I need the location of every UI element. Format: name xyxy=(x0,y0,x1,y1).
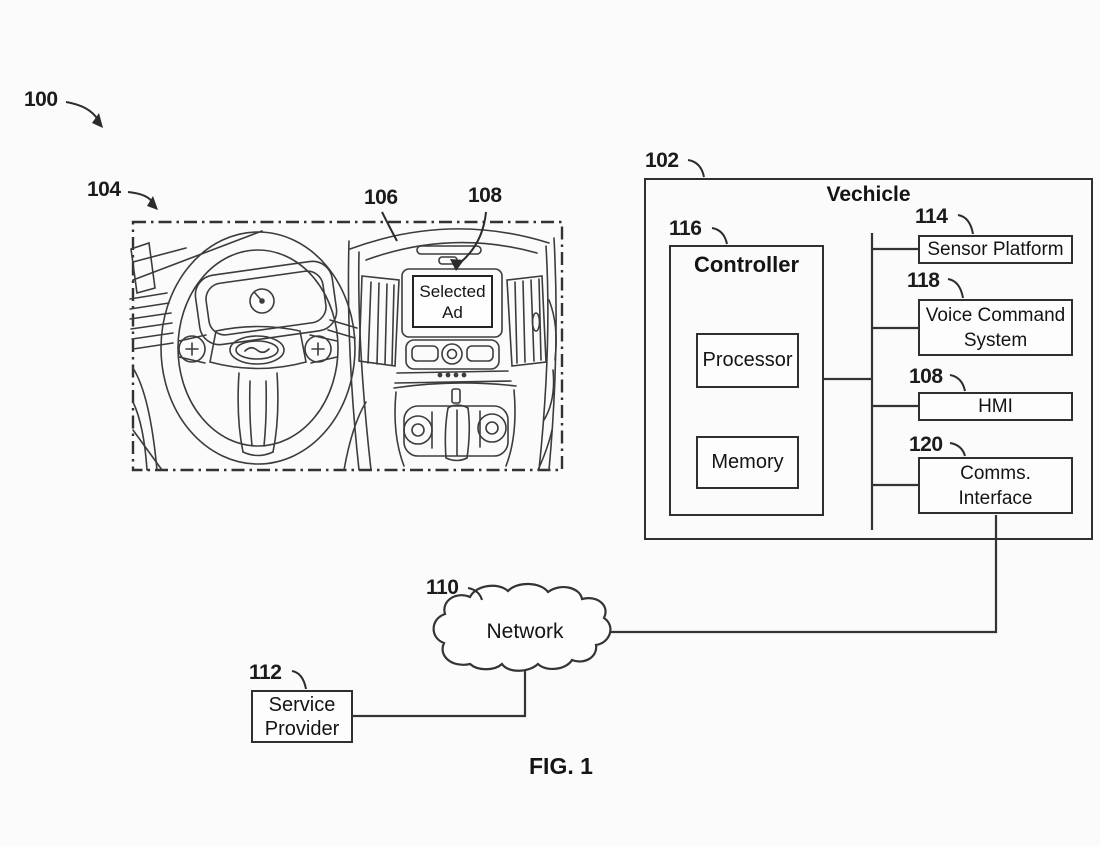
leader-100 xyxy=(65,101,99,121)
gear-shifter xyxy=(444,407,449,459)
left-wheel-button xyxy=(178,335,206,363)
vehicle-title: Vechicle xyxy=(826,183,911,206)
sensor-platform-label: Sensor Platform xyxy=(927,239,1064,260)
dashboard-illustration xyxy=(129,228,557,471)
vehicle-box: Vechicle xyxy=(644,178,1093,540)
leader-102 xyxy=(687,159,705,178)
volume-knob xyxy=(441,343,463,365)
screen-text-line2: Ad xyxy=(442,302,463,322)
leader-lines xyxy=(65,101,974,690)
left-vent-slats xyxy=(129,292,174,350)
arrowhead-100 xyxy=(92,113,103,128)
center-stack xyxy=(347,228,557,471)
center-right-vent xyxy=(506,275,547,367)
leader-120 xyxy=(949,442,966,457)
ref-label-120: 120 xyxy=(909,433,943,456)
leader-104 xyxy=(127,191,154,204)
connector-lines xyxy=(353,233,998,718)
arrowhead-104 xyxy=(147,196,158,210)
figure-caption: FIG. 1 xyxy=(529,753,593,779)
ref-label-118: 118 xyxy=(907,269,940,292)
hmi-box: HMI xyxy=(918,392,1073,421)
service-provider-line2: Provider xyxy=(264,717,340,740)
sensor-platform-box: Sensor Platform xyxy=(918,235,1073,264)
leader-118 xyxy=(947,278,964,299)
screen-text-line1: Selected xyxy=(419,281,486,301)
comms-label-line2: Interface xyxy=(958,487,1033,509)
voice-command-label-line1: Voice Command xyxy=(925,304,1066,326)
cabin-dashed-border xyxy=(131,220,564,472)
comms-to-network-link xyxy=(607,515,998,634)
center-left-vent xyxy=(358,275,400,367)
memory-label: Memory xyxy=(711,451,784,473)
comms-interface-box: Comms. Interface xyxy=(918,457,1073,514)
controller-title: Controller xyxy=(693,252,800,277)
network-to-provider-link xyxy=(353,667,527,718)
arrowhead-108 xyxy=(450,259,464,271)
network-label: Network xyxy=(486,620,564,643)
hmi-label: HMI xyxy=(978,396,1013,417)
leader-110 xyxy=(467,587,483,601)
service-provider-line1: Service xyxy=(268,693,336,716)
ref-label-104: 104 xyxy=(87,178,121,201)
hub-badge xyxy=(229,335,285,365)
controller-box: Controller xyxy=(669,245,824,516)
leader-108-hmi xyxy=(949,374,966,392)
network-cloud-shape xyxy=(432,582,612,672)
ref-label-106: 106 xyxy=(364,186,398,209)
wiper-stalk-shape xyxy=(130,241,156,295)
infotainment-screen: Selected Ad xyxy=(412,275,493,328)
voice-command-label-line2: System xyxy=(963,329,1028,351)
leader-106 xyxy=(381,211,398,242)
processor-box: Processor xyxy=(696,333,799,388)
memory-box: Memory xyxy=(696,436,799,489)
steering-wheel xyxy=(160,231,356,465)
voice-command-box: Voice Command System xyxy=(918,299,1073,356)
leader-112 xyxy=(291,670,307,690)
ref-label-102: 102 xyxy=(645,149,679,172)
ref-label-116: 116 xyxy=(669,217,702,240)
ref-label-112: 112 xyxy=(249,661,282,684)
ref-label-100: 100 xyxy=(24,88,58,111)
service-provider-box: Service Provider xyxy=(251,690,353,743)
screen-bezel xyxy=(401,268,503,338)
leader-114 xyxy=(957,214,974,235)
ref-label-108-hmi: 108 xyxy=(909,365,943,388)
ref-label-110: 110 xyxy=(426,576,459,599)
defrost-vent xyxy=(416,245,482,255)
leader-108-cabin xyxy=(460,211,487,263)
ref-label-114: 114 xyxy=(915,205,948,228)
processor-label: Processor xyxy=(702,349,793,371)
leader-116 xyxy=(711,227,728,245)
radio-button-panel xyxy=(405,339,500,370)
ref-label-108-cabin: 108 xyxy=(468,184,502,207)
comms-label-line1: Comms. xyxy=(960,462,1031,484)
